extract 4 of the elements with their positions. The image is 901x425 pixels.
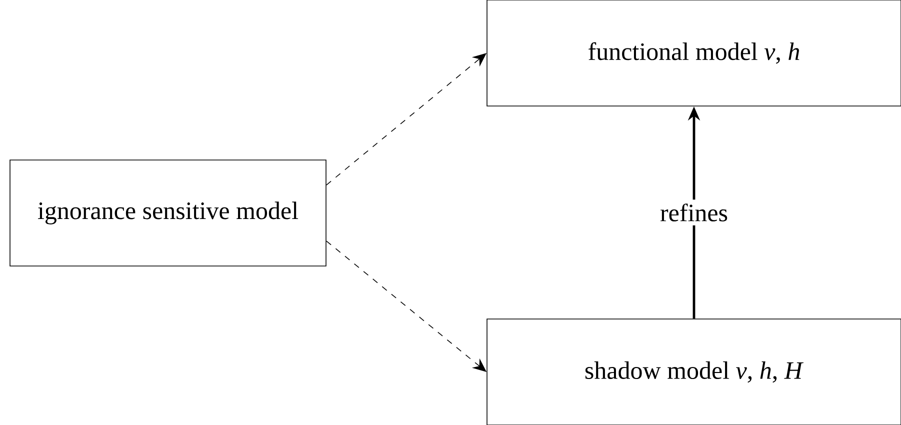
edge-label: refines bbox=[656, 200, 732, 226]
model-box: shadow model v, h, H bbox=[486, 318, 901, 425]
model-box: functional model v, h bbox=[486, 0, 901, 106]
model-box: ignorance sensitive model bbox=[10, 160, 326, 266]
